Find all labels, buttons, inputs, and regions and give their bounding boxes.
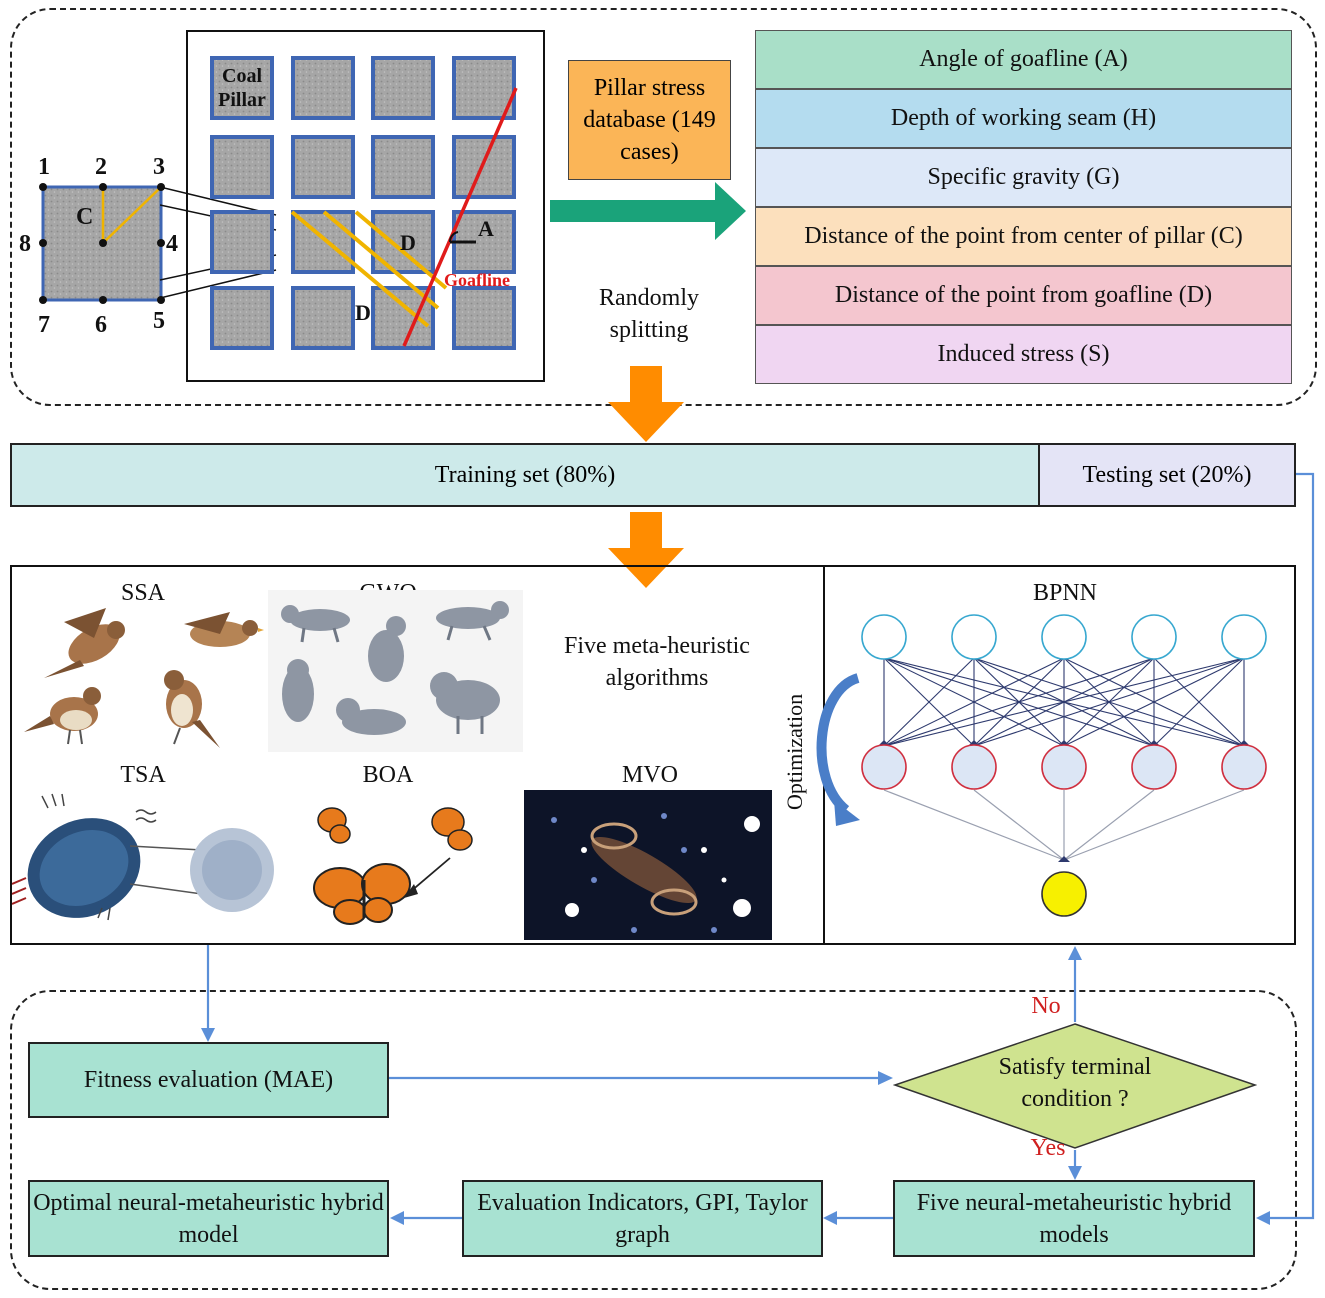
output-node bbox=[1041, 871, 1087, 917]
goafline-label: Goafline bbox=[444, 270, 510, 290]
testing-set-label: Testing set (20%) bbox=[1082, 461, 1252, 488]
optimal-model-label: Optimal neural-metaheuristic hybrid mode… bbox=[33, 1189, 384, 1248]
decision-diamond bbox=[893, 1023, 1257, 1149]
mvo-universe-image bbox=[524, 790, 772, 940]
input-layer bbox=[861, 614, 1267, 660]
boa-label: BOA bbox=[362, 762, 414, 788]
tsa-label: TSA bbox=[120, 762, 166, 788]
yes-label: Yes bbox=[1030, 1135, 1066, 1161]
optimal-model-box: Optimal neural-metaheuristic hybrid mode… bbox=[28, 1180, 389, 1257]
bpnn-title: BPNN bbox=[1032, 580, 1098, 606]
five-algorithms-label: Five meta-heuristic algorithms bbox=[564, 633, 750, 691]
point-3: 3 bbox=[153, 154, 165, 180]
fitness-evaluation-box: Fitness evaluation (MAE) bbox=[28, 1042, 389, 1118]
hybrid-models-label: Five neural-metaheuristic hybrid models bbox=[916, 1189, 1232, 1248]
bpnn-network bbox=[861, 614, 1267, 917]
evaluation-label: Evaluation Indicators, GPI, Taylor graph bbox=[477, 1189, 808, 1248]
tsa-tunicate-image bbox=[12, 793, 274, 921]
point-4: 4 bbox=[166, 231, 178, 257]
label-d-lower: D bbox=[355, 300, 371, 325]
optimization-label: Optimization bbox=[782, 694, 807, 810]
param-center-distance: Distance of the point from center of pil… bbox=[755, 207, 1292, 266]
flow-arrows bbox=[201, 472, 1315, 1225]
goafline bbox=[402, 87, 518, 347]
point-2: 2 bbox=[95, 154, 107, 180]
param-induced-stress: Induced stress (S) bbox=[755, 325, 1292, 384]
gwo-wolves-image bbox=[268, 590, 523, 752]
green-arrow bbox=[550, 182, 746, 240]
bottom-section-frame bbox=[10, 990, 1297, 1290]
line-c-diagonal bbox=[102, 186, 162, 244]
orange-arrow-2 bbox=[608, 512, 684, 588]
boa-butterflies-image bbox=[313, 807, 473, 925]
coal-pillar-label: Coal bbox=[222, 65, 262, 87]
point-6: 6 bbox=[95, 312, 107, 338]
database-title: Pillar stress database (149 cases) bbox=[583, 75, 716, 165]
algorithms-panel bbox=[10, 565, 1296, 945]
butterfly-large bbox=[313, 863, 411, 925]
evaluation-box: Evaluation Indicators, GPI, Taylor graph bbox=[462, 1180, 823, 1257]
label-d-upper: D bbox=[400, 230, 416, 255]
label-a: A bbox=[478, 216, 494, 241]
pillar-grid-frame bbox=[186, 30, 545, 382]
butterfly-small-left bbox=[317, 807, 351, 844]
ssa-sparrows-image bbox=[24, 608, 264, 748]
coal-pillar-label-2: Pillar bbox=[218, 89, 266, 111]
training-set-bar: Training set (80%) bbox=[10, 443, 1040, 507]
butterfly-small-right bbox=[431, 807, 473, 851]
ssa-label: SSA bbox=[120, 580, 166, 606]
point-8: 8 bbox=[19, 231, 31, 257]
param-gravity: Specific gravity (G) bbox=[755, 148, 1292, 207]
point-5: 5 bbox=[153, 308, 165, 334]
testing-set-bar: Testing set (20%) bbox=[1038, 443, 1296, 507]
split-label: Randomly splitting bbox=[599, 285, 699, 343]
label-c: C bbox=[76, 204, 93, 230]
database-box: Pillar stress database (149 cases) bbox=[568, 60, 731, 180]
point-7: 7 bbox=[38, 312, 50, 338]
decision-label: Satisfy terminal condition ? bbox=[998, 1054, 1152, 1112]
param-angle: Angle of goafline (A) bbox=[755, 30, 1292, 89]
hidden-layer bbox=[861, 744, 1267, 790]
training-set-label: Training set (80%) bbox=[434, 461, 616, 488]
no-label: No bbox=[1031, 993, 1061, 1019]
orange-arrow-1 bbox=[608, 366, 684, 442]
optimization-arrow: Optimization bbox=[782, 673, 860, 826]
mvo-label: MVO bbox=[621, 762, 678, 788]
single-pillar-diagram: 1 2 3 4 5 6 7 8 C bbox=[19, 154, 178, 338]
fitness-evaluation-label: Fitness evaluation (MAE) bbox=[83, 1067, 334, 1093]
param-goafline-distance: Distance of the point from goafline (D) bbox=[755, 266, 1292, 325]
pillar-grid: Coal Pillar D D A Goafline bbox=[210, 56, 518, 350]
param-depth: Depth of working seam (H) bbox=[755, 89, 1292, 148]
point-1: 1 bbox=[38, 154, 50, 180]
hybrid-models-box: Five neural-metaheuristic hybrid models bbox=[893, 1180, 1255, 1257]
